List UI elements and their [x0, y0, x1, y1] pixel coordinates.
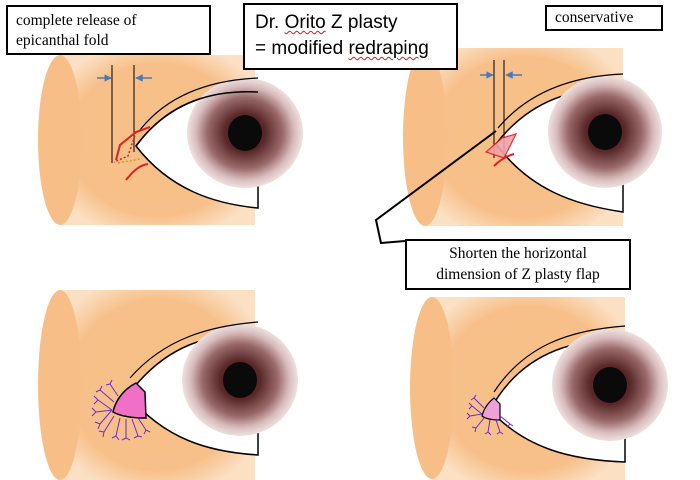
callout-leader-line: [374, 130, 497, 245]
eyelid-crease: [493, 325, 626, 393]
eye: [495, 73, 662, 213]
upper-lid-line: [135, 91, 259, 147]
label-line-text: = modified redraping: [255, 38, 429, 59]
skin-fade-left: [403, 48, 447, 226]
incision-marks: [484, 133, 518, 167]
incision-marks: [113, 126, 151, 181]
pupil: [228, 115, 262, 151]
eye-panel-top-left: [38, 55, 303, 225]
label-line: complete release of: [16, 12, 137, 29]
callout-shorten-flap: Shorten the horizontal dimension of Z pl…: [405, 239, 631, 290]
eye: [127, 321, 298, 456]
measure-lines: [493, 60, 505, 158]
pupil: [588, 114, 622, 150]
eye: [135, 77, 303, 209]
caruncle-flap: [112, 382, 147, 419]
eyelid-crease: [129, 321, 259, 379]
eye-panel-bottom-left: [38, 290, 298, 480]
label-line: dimension of Z plasty flap: [436, 266, 600, 283]
suture-icon: [466, 394, 514, 436]
label-conservative: conservative: [545, 5, 663, 31]
label-line: Dr. Orito Z plasty: [255, 10, 456, 36]
eyelid-crease: [139, 77, 259, 131]
label-line: Shorten the horizontal: [449, 245, 587, 262]
label-line-text: Dr. Orito Z plasty: [255, 12, 398, 33]
skin-fade-left: [38, 55, 82, 225]
eyelid-crease: [497, 73, 624, 129]
suture-icon: [91, 379, 151, 441]
eye: [489, 325, 668, 463]
eye-panel-bottom-right: [410, 297, 668, 480]
skin-fade-left: [38, 290, 82, 480]
label-orito-z-plasty: Dr. Orito Z plasty = modified redraping: [243, 3, 458, 70]
skin-fade-left: [410, 297, 454, 479]
label-complete-release: complete release of epicanthal fold: [6, 5, 211, 55]
label-line: epicanthal fold: [16, 32, 109, 49]
eye-panel-top-right: [403, 48, 662, 226]
pupil: [223, 362, 257, 398]
pupil: [593, 367, 627, 403]
label-line: = modified redraping: [255, 36, 456, 62]
caruncle-flap: [481, 397, 501, 421]
